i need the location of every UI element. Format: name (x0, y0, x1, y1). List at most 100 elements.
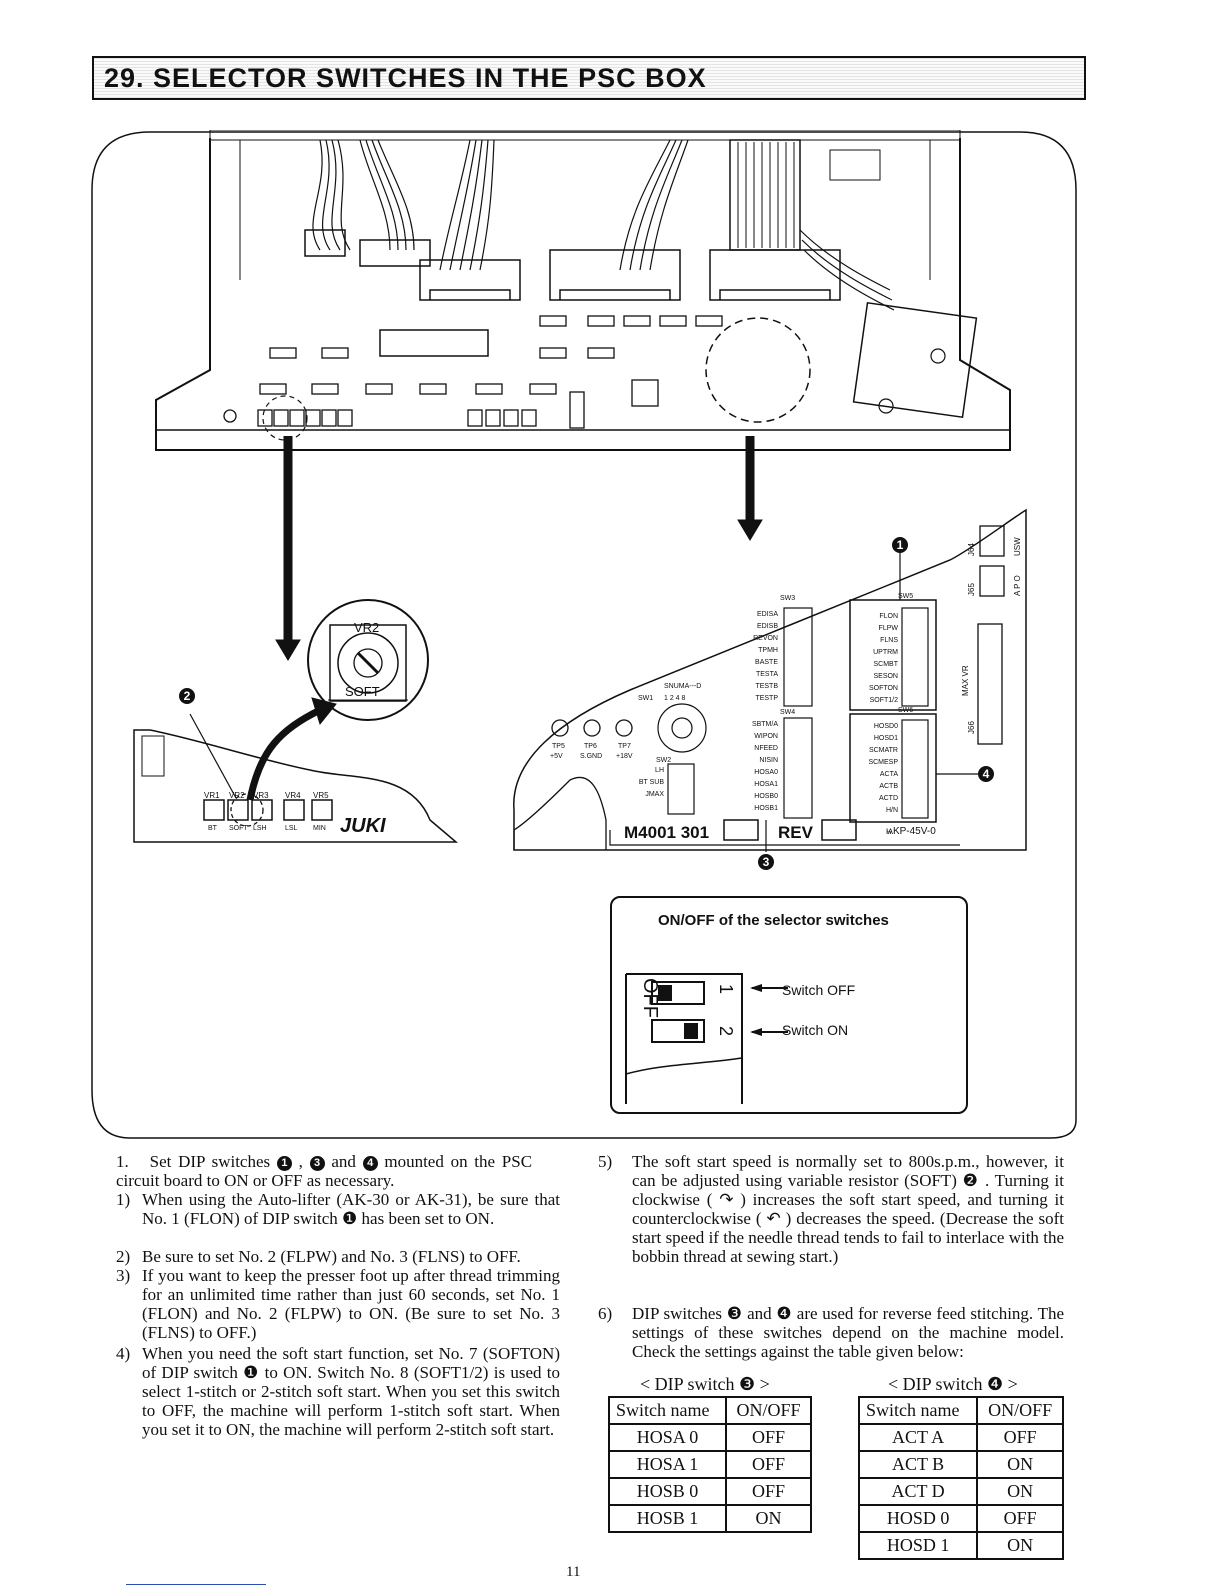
table-cell: ON (725, 1504, 812, 1533)
table3-caption: < DIP switch ❸ > (640, 1374, 770, 1394)
item-text: Be sure to set No. 2 (FLPW) and No. 3 (F… (142, 1247, 521, 1266)
table-cell: ACT A (857, 1423, 979, 1452)
sw4-item: NFEED (754, 745, 778, 752)
vr-label: VR2 (229, 791, 245, 800)
sw5-item: FLNS (880, 637, 898, 644)
page-number: 11 (566, 1564, 581, 1580)
sw6-item: SCMATR (869, 747, 898, 754)
psc-box-diagram: 1 2 3 4 VR2 SOFT VR1 VR2 VR3 VR4 VR5 BT … (91, 130, 1077, 1139)
item-number: 6) (598, 1304, 613, 1323)
item-text: When you need the soft start function, s… (142, 1344, 560, 1439)
table-cell: ON (976, 1531, 1064, 1560)
sw5-item: SOFTON (869, 685, 898, 692)
sw6-item: H/N (886, 807, 898, 814)
juki-logo: JUKI (340, 815, 386, 837)
table-cell: OFF (976, 1504, 1064, 1533)
sw4-item: HOSB0 (754, 793, 778, 800)
item-number: 4) (116, 1344, 131, 1363)
table-header: Switch name (607, 1396, 728, 1425)
board-model: M4001 301 (624, 823, 709, 842)
vr-label: VR4 (285, 791, 301, 800)
part-number: ѩKP-45V-0 (886, 826, 936, 837)
sw3-item: EDISB (757, 623, 778, 630)
rev-label: REV (778, 823, 814, 842)
legend-num1: 1 (716, 984, 736, 994)
legend-num2: 2 (716, 1026, 736, 1036)
table4-caption: < DIP switch ❹ > (888, 1374, 1018, 1394)
vr-label: VR3 (253, 791, 269, 800)
callout-3: 3 (763, 855, 770, 869)
section-title: 29. SELECTOR SWITCHES IN THE PSC BOX (104, 63, 707, 93)
sw6-item: ACTD (879, 795, 898, 802)
item-text: When using the Auto-lifter (AK-30 or AK-… (142, 1190, 560, 1228)
tp-label: TP6 (584, 743, 597, 750)
section-title-bar: 29. SELECTOR SWITCHES IN THE PSC BOX (92, 56, 1086, 100)
item-number: 5) (598, 1152, 613, 1171)
sw5-item: UPTRM (873, 649, 898, 656)
item-number: 1) (116, 1190, 131, 1209)
sw1-nums: 1 2 4 8 (664, 695, 686, 702)
table-cell: ON (976, 1477, 1064, 1506)
sw4-item: HOSA1 (754, 781, 778, 788)
sw5-item: SCMBT (874, 661, 899, 668)
vr2-soft-label: SOFT (345, 684, 380, 699)
table-cell: ON (976, 1450, 1064, 1479)
intro-number: 1. (116, 1152, 129, 1171)
sw3-item: EDISA (757, 611, 778, 618)
table-header-row: Switch name ON/OFF (607, 1396, 812, 1425)
sw3-label: SW3 (780, 595, 795, 602)
table-cell: HOSA 0 (607, 1423, 728, 1452)
item-text: DIP switches ❸ and ❹ are used for revers… (632, 1304, 1064, 1361)
table-cell: HOSA 1 (607, 1450, 728, 1479)
callout-1: 1 (897, 538, 904, 552)
sw4-item: HOSA0 (754, 769, 778, 776)
sw2-label: SW2 (656, 757, 671, 764)
item-number: 3) (116, 1266, 131, 1285)
apo-label: A P O (1013, 575, 1022, 596)
snuma-label: SNUMA---D (664, 683, 701, 690)
sw4-label: SW4 (780, 709, 795, 716)
sw2-item: JMAX (645, 791, 664, 798)
sw4-item: NISIN (759, 757, 778, 764)
legend-off-label: Switch OFF (782, 982, 856, 998)
legend-illustration: OFF 1 2 (625, 973, 788, 1104)
table-header: Switch name (857, 1396, 979, 1425)
sw2-item: BT SUB (639, 779, 664, 786)
intro-pre: Set DIP switches (149, 1152, 271, 1171)
sw6-item: HOSD1 (874, 735, 898, 742)
sw5-item: FLPW (879, 625, 899, 632)
max-vr-label: MAX VR (961, 665, 970, 696)
tp-sublabel: +18V (616, 753, 633, 760)
vr-label: VR5 (313, 791, 329, 800)
sw6-item: HOSD0 (874, 723, 898, 730)
table-cell: ACT B (857, 1450, 979, 1479)
intro-post: mounted on the PSC circuit board to ON o… (116, 1152, 533, 1190)
sw3-item: TESTP (755, 695, 778, 702)
sw6-item: ACTA (880, 771, 898, 778)
usw-label: USW (1013, 537, 1022, 556)
table-cell: HOSD 0 (857, 1504, 979, 1533)
tp-sublabel: S.GND (580, 753, 602, 760)
table-header-row: Switch name ON/OFF (857, 1396, 1064, 1425)
callout-4: 4 (983, 767, 990, 781)
legend-on-label: Switch ON (782, 1022, 849, 1038)
item-text: If you want to keep the presser foot up … (142, 1266, 560, 1342)
sw3-item: BASTE (755, 659, 778, 666)
sw6-item: ACTB (879, 783, 898, 790)
tp-sublabel: +5V (550, 753, 563, 760)
sw5-item: SOFT1/2 (870, 697, 899, 704)
j64-label: J64 (967, 543, 976, 556)
legend-title: ON/OFF of the selector switches (658, 912, 889, 929)
sw3-item: REVON (753, 635, 778, 642)
item-text: The soft start speed is normally set to … (632, 1152, 1064, 1266)
j65-label: J65 (967, 583, 976, 596)
legend-off-text: OFF (639, 978, 661, 1018)
